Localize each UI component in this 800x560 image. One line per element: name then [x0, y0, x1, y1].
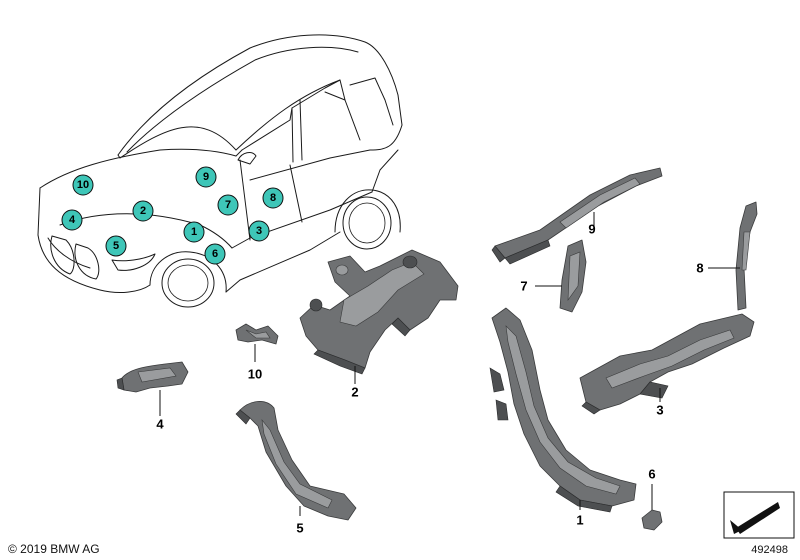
part-4-number: 4: [156, 417, 164, 432]
arrow-icon: [723, 491, 795, 539]
copyright-text: © 2019 BMW AG: [8, 542, 100, 556]
part-3-number: 3: [656, 403, 663, 418]
part-5-number: 5: [296, 521, 303, 536]
callout-8: 8: [262, 187, 284, 209]
part-3: 3: [579, 313, 755, 418]
callout-8-label: 8: [270, 192, 276, 204]
part-1: 1: [489, 307, 637, 528]
part-2: 2: [299, 249, 459, 400]
callout-10: 10: [72, 174, 94, 196]
callout-4-label: 4: [69, 214, 76, 226]
callout-6: 6: [204, 243, 226, 265]
callout-10-label: 10: [77, 179, 89, 191]
callout-7: 7: [217, 194, 239, 216]
part-10-number: 10: [248, 367, 262, 382]
part-9-number: 9: [588, 222, 595, 237]
callout-5: 5: [105, 235, 127, 257]
callout-9: 9: [195, 166, 217, 188]
callout-2: 2: [132, 200, 154, 222]
callout-5-label: 5: [113, 240, 119, 252]
part-5: 5: [235, 401, 357, 536]
part-2-number: 2: [351, 385, 358, 400]
callout-3-label: 3: [256, 225, 262, 237]
car-outline: [37, 34, 403, 308]
part-6-number: 6: [648, 467, 655, 482]
part-7-number: 7: [520, 279, 527, 294]
callout-7-label: 7: [225, 199, 231, 211]
part-9: 9: [491, 167, 663, 265]
part-6: 6: [641, 467, 663, 531]
callout-1: 1: [183, 221, 205, 243]
callout-3: 3: [248, 220, 270, 242]
part-1-number: 1: [576, 513, 583, 528]
part-7: 7: [520, 239, 587, 313]
part-8: 8: [696, 201, 758, 311]
part-10: 10: [235, 323, 279, 382]
callout-6-label: 6: [212, 248, 218, 260]
car-callouts: 10 9 4 2 7 8 1 3 5 6: [61, 166, 284, 265]
part-8-number: 8: [696, 261, 703, 276]
callout-4: 4: [61, 209, 83, 231]
callout-2-label: 2: [140, 205, 146, 217]
document-number: 492498: [751, 544, 788, 556]
callout-9-label: 9: [203, 171, 209, 183]
callout-1-label: 1: [191, 226, 197, 238]
part-4: 4: [116, 361, 189, 432]
